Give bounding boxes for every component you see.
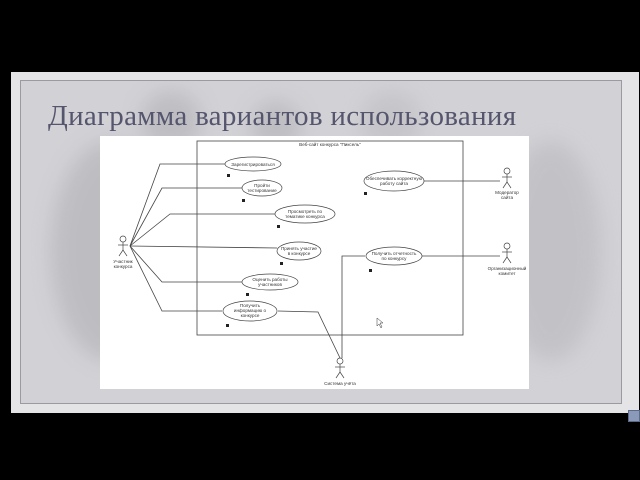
diagram-label: информацию о: [234, 308, 267, 313]
slide-nav-icon[interactable]: [628, 410, 640, 422]
mouse-cursor-icon: [376, 317, 384, 329]
diagram-label: участников: [258, 282, 282, 287]
diagram-label: Принять участие: [281, 246, 317, 251]
diagram-label: по конкурсу: [382, 256, 408, 261]
actor-accounting: Система учёта: [324, 381, 356, 386]
diagram-label: комитет: [499, 271, 517, 276]
actor-committee: Организационный: [488, 265, 527, 271]
actor-moderator: Модератор: [495, 190, 519, 195]
use-case-register[interactable]: Зарегистрироваться: [231, 162, 275, 167]
use-case-diagram: Зарегистрироваться Пройти тестирование П…: [100, 136, 529, 389]
diagram-label: Получить отчетность: [372, 251, 417, 256]
diagram-label: конкурсе: [241, 313, 260, 318]
diagram-label: работу сайта: [380, 180, 408, 186]
diagram-label: Получить: [240, 303, 261, 308]
diagram-label: конкурса: [114, 264, 133, 269]
actor-participant: Участник: [113, 259, 133, 264]
diagram-label: Оценить работы: [252, 277, 287, 282]
system-boundary-label: Веб-сайт конкурса "Пиксель": [299, 141, 361, 147]
system-boundary: [196, 140, 464, 336]
diagram-label: сайта: [501, 194, 513, 200]
slide-title: Диаграмма вариантов использования: [48, 100, 517, 132]
diagram-label: Пройти: [254, 182, 270, 188]
diagram-label: тематике конкурса: [285, 214, 325, 219]
diagram-label: тестирование: [247, 188, 277, 193]
diagram-label: Просмотреть по: [288, 209, 323, 214]
diagram-label: Обеспечивать корректную: [366, 176, 423, 181]
diagram-label: в конкурсе: [288, 251, 311, 256]
